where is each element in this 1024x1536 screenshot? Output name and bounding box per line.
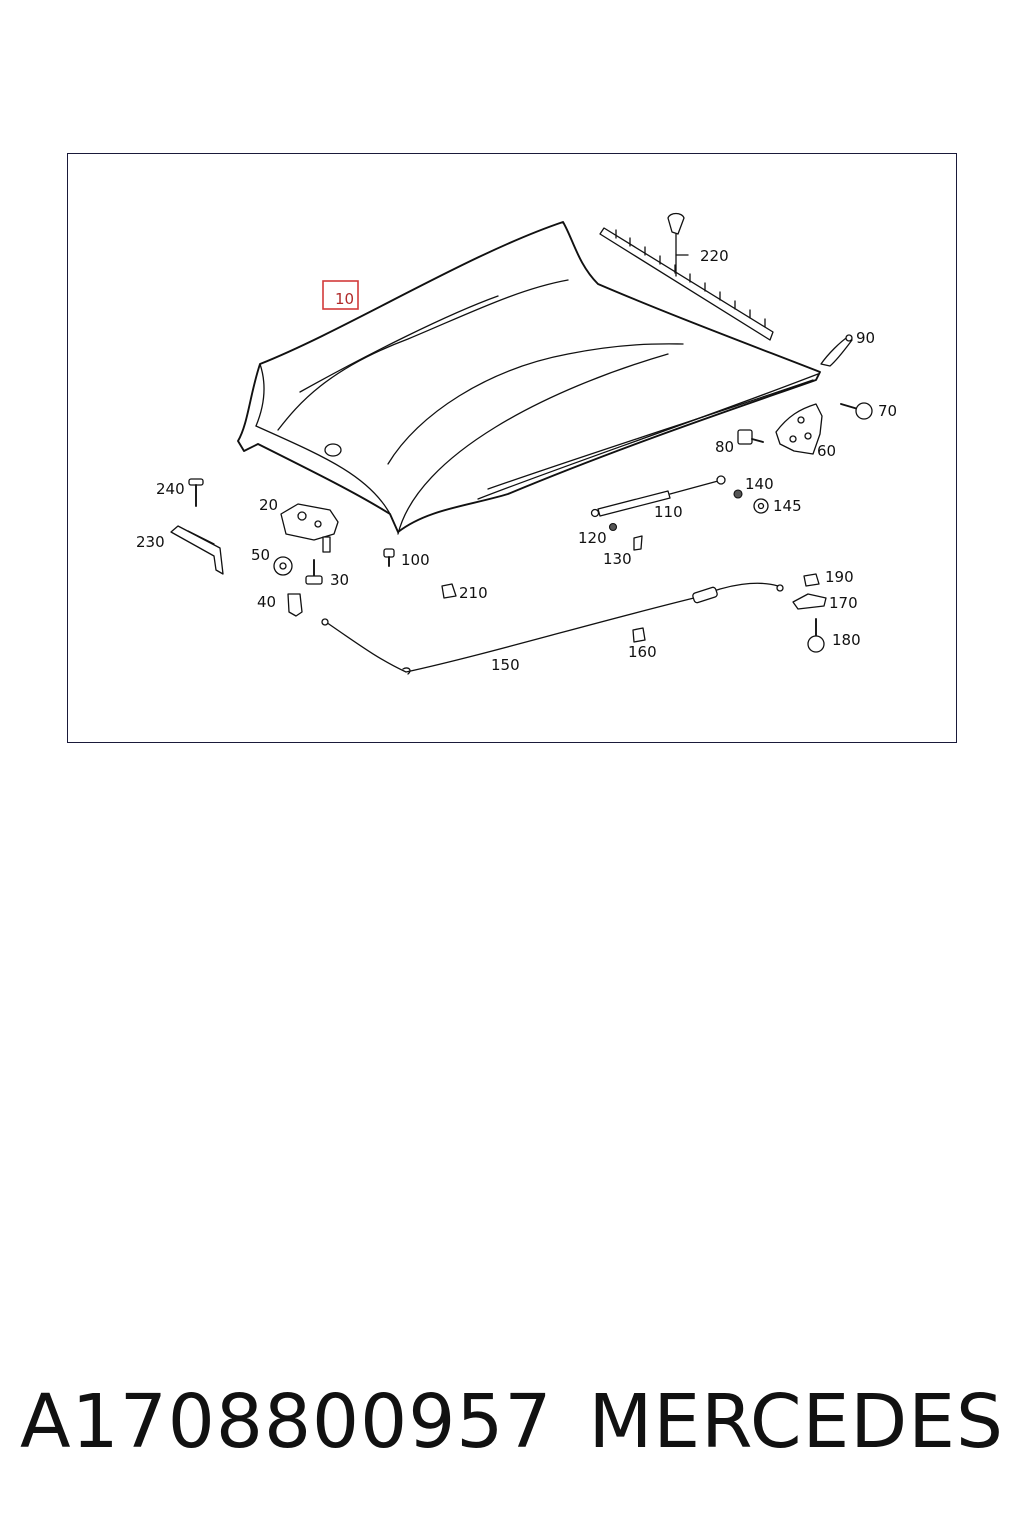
label-160[interactable]: 160 <box>628 643 657 661</box>
label-40[interactable]: 40 <box>257 593 276 611</box>
label-90[interactable]: 90 <box>856 329 875 347</box>
part-40-clip <box>287 593 303 617</box>
seal-strip-220 <box>599 212 774 341</box>
label-60[interactable]: 60 <box>817 442 836 460</box>
hood-panel <box>237 221 821 535</box>
label-20[interactable]: 20 <box>259 496 278 514</box>
part-80-bolt <box>737 429 764 445</box>
part-190 <box>803 573 820 587</box>
part-120 <box>608 522 618 532</box>
label-230[interactable]: 230 <box>136 533 165 551</box>
part-110-gas-strut <box>590 475 726 518</box>
part-210 <box>441 583 457 599</box>
part-100 <box>383 548 395 567</box>
label-170[interactable]: 170 <box>829 594 858 612</box>
part-150-cable <box>322 582 779 673</box>
part-70-bolt <box>840 402 873 420</box>
part-20-lock <box>280 503 339 541</box>
label-150[interactable]: 150 <box>491 656 520 674</box>
part-180-screw <box>807 618 825 653</box>
part-30-bolt <box>305 559 323 585</box>
label-145[interactable]: 145 <box>773 497 802 515</box>
part-60-hinge <box>775 403 823 455</box>
label-70[interactable]: 70 <box>878 402 897 420</box>
label-50[interactable]: 50 <box>251 546 270 564</box>
label-140[interactable]: 140 <box>745 475 774 493</box>
footer-caption: A1708800957 MERCEDES <box>20 1372 1004 1472</box>
part-160-clip <box>632 627 646 643</box>
label-30[interactable]: 30 <box>330 571 349 589</box>
label-130[interactable]: 130 <box>603 550 632 568</box>
label-180[interactable]: 180 <box>832 631 861 649</box>
label-210[interactable]: 210 <box>459 584 488 602</box>
label-190[interactable]: 190 <box>825 568 854 586</box>
label-100[interactable]: 100 <box>401 551 430 569</box>
part-140 <box>733 489 743 499</box>
brand-name: MERCEDES <box>588 1379 1004 1465</box>
label-10[interactable]: 10 <box>335 290 354 308</box>
parts-diagram-frame: 10 220 90 70 <box>67 153 957 743</box>
label-110[interactable]: 110 <box>654 503 683 521</box>
label-240[interactable]: 240 <box>156 480 185 498</box>
part-230-bracket <box>170 525 224 575</box>
hood-highlight-box <box>322 280 359 310</box>
label-120[interactable]: 120 <box>578 529 607 547</box>
part-240-pin <box>188 478 204 507</box>
hood-parts-diagram: 10 220 90 70 <box>136 212 897 675</box>
label-80[interactable]: 80 <box>715 438 734 456</box>
part-number: A1708800957 <box>20 1379 553 1465</box>
part-130 <box>633 535 643 551</box>
label-220[interactable]: 220 <box>700 247 729 265</box>
part-170-handle <box>792 593 827 610</box>
